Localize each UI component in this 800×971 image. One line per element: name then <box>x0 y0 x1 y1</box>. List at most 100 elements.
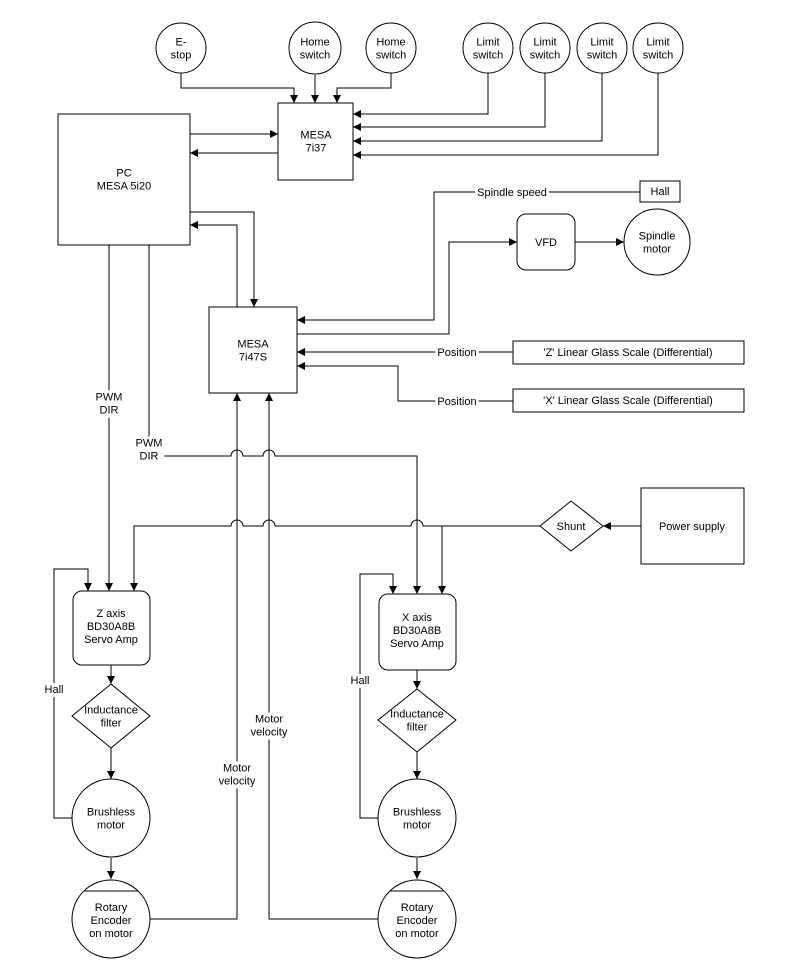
home-switch-2-node <box>365 22 417 74</box>
position-z-label: Position <box>437 347 476 359</box>
limit2-wire <box>353 73 546 131</box>
x-encoder-label-line: Encoder <box>397 915 438 927</box>
pwm-dir-x-label-background <box>133 436 165 464</box>
limit-switch-2-label-line: Limit <box>533 37 556 49</box>
x-motor-label-line: motor <box>403 820 431 832</box>
shunt-node <box>539 500 604 552</box>
position-x-label: Position <box>437 396 476 408</box>
z-motor-node <box>71 778 151 858</box>
estop-node <box>155 22 207 74</box>
spindle-motor-label-line: motor <box>643 244 671 256</box>
power-supply-box <box>640 487 745 565</box>
mesa-7i37-label-line: 7i37 <box>306 143 327 155</box>
limit-switch-1-label-line: Limit <box>476 37 499 49</box>
z-amp-label-line: Servo Amp <box>84 634 138 646</box>
power-supply-label: Power supply <box>659 521 726 533</box>
hall-x-label-line: Hall <box>351 675 370 687</box>
limit3-wire <box>353 73 603 145</box>
z-filter-label-line: filter <box>101 718 122 730</box>
z-filter-label-line: Inductance <box>84 705 138 717</box>
estop-label-line: E- <box>176 37 187 49</box>
motor-velocity-z-label-line: Motor <box>223 763 251 775</box>
z-filter-node <box>71 683 151 749</box>
x-amp-box <box>378 593 457 671</box>
z-amp-box <box>72 590 151 666</box>
estop-label: E-stop <box>171 37 192 62</box>
limit-switch-1-label-line: switch <box>473 50 504 62</box>
pc-to-7i47s-wire <box>190 211 258 307</box>
shunt-to-x-amp-wire <box>438 525 540 594</box>
mesa-7i47s-box <box>208 306 298 394</box>
z-scale-label: 'Z' Linear Glass Scale (Differential) <box>543 347 712 359</box>
limit-switch-3-label-line: Limit <box>590 37 613 49</box>
motor-velocity-x-label-line: velocity <box>251 727 288 739</box>
position-x-label-line: Position <box>437 396 476 408</box>
pc-label-line: PC <box>116 168 131 180</box>
z-scale-label-line: 'Z' Linear Glass Scale (Differential) <box>543 347 712 359</box>
x-motor-label-line: Brushless <box>393 807 442 819</box>
mesa-7i37-label-line: MESA <box>300 130 332 142</box>
power-supply-label-line: Power supply <box>659 521 726 533</box>
z-encoder-label-line: Encoder <box>91 915 132 927</box>
x-encoder-label-line: on motor <box>395 928 439 940</box>
x-filter-node <box>377 688 457 753</box>
spindle-speed-label-background <box>475 186 549 200</box>
mesa-7i37-box <box>277 102 354 181</box>
hall-z-label-line: Hall <box>45 684 64 696</box>
limit-switch-2-node <box>519 22 571 74</box>
position-z-label-line: Position <box>437 347 476 359</box>
limit-switch-3-label-line: switch <box>587 50 618 62</box>
z-encoder-label-line: Rotary <box>95 902 128 914</box>
7i47s-to-pc-wire <box>190 221 238 307</box>
mesa-7i47s-label-line: MESA <box>237 339 269 351</box>
x-scale-label: 'X' Linear Glass Scale (Differential) <box>543 395 713 407</box>
limit-switch-4-node <box>632 22 684 74</box>
spindle-speed-label: Spindle speed <box>477 187 547 199</box>
pwm-dir-z-label-line: DIR <box>100 405 119 417</box>
pc-box <box>57 113 191 246</box>
limit-switch-3-node <box>576 22 628 74</box>
7i47s-to-vfd-wire <box>297 238 517 335</box>
x-filter-label-line: filter <box>407 722 428 734</box>
spindle-speed-wire <box>297 191 640 324</box>
motor-velocity-z-label-line: velocity <box>219 776 256 788</box>
home-switch-1-label-line: switch <box>300 50 331 62</box>
limit-switch-4-label-line: Limit <box>646 37 669 49</box>
x-encoder-label-line: Rotary <box>401 902 434 914</box>
z-amp-label-line: Z axis <box>96 608 126 620</box>
z-hall-feedback-wire <box>53 568 92 819</box>
z-encoder-label-line: on motor <box>89 928 133 940</box>
pwm-dir-z-label-background <box>93 390 125 418</box>
x-amp-label-line: BD30A8B <box>393 625 441 637</box>
motor-velocity-x-label-background <box>248 712 290 740</box>
pwm-dir-z-label-line: PWM <box>96 392 123 404</box>
mesa-7i47s-label-line: 7i47S <box>239 352 267 364</box>
x-velocity-wire <box>265 393 378 920</box>
limit-switch-1-node <box>462 22 514 74</box>
motor-velocity-z-label-background <box>216 761 258 789</box>
pwm-dir-x-label-line: DIR <box>140 451 159 463</box>
home-switch-2-label-line: switch <box>376 50 407 62</box>
spindle-motor-node <box>623 208 691 276</box>
limit-switch-4-label-line: switch <box>643 50 674 62</box>
position-x-label-background <box>435 395 479 409</box>
limit1-wire <box>353 73 489 118</box>
x-motor-node <box>377 778 457 858</box>
home-switch-2-label-line: Home <box>376 37 405 49</box>
